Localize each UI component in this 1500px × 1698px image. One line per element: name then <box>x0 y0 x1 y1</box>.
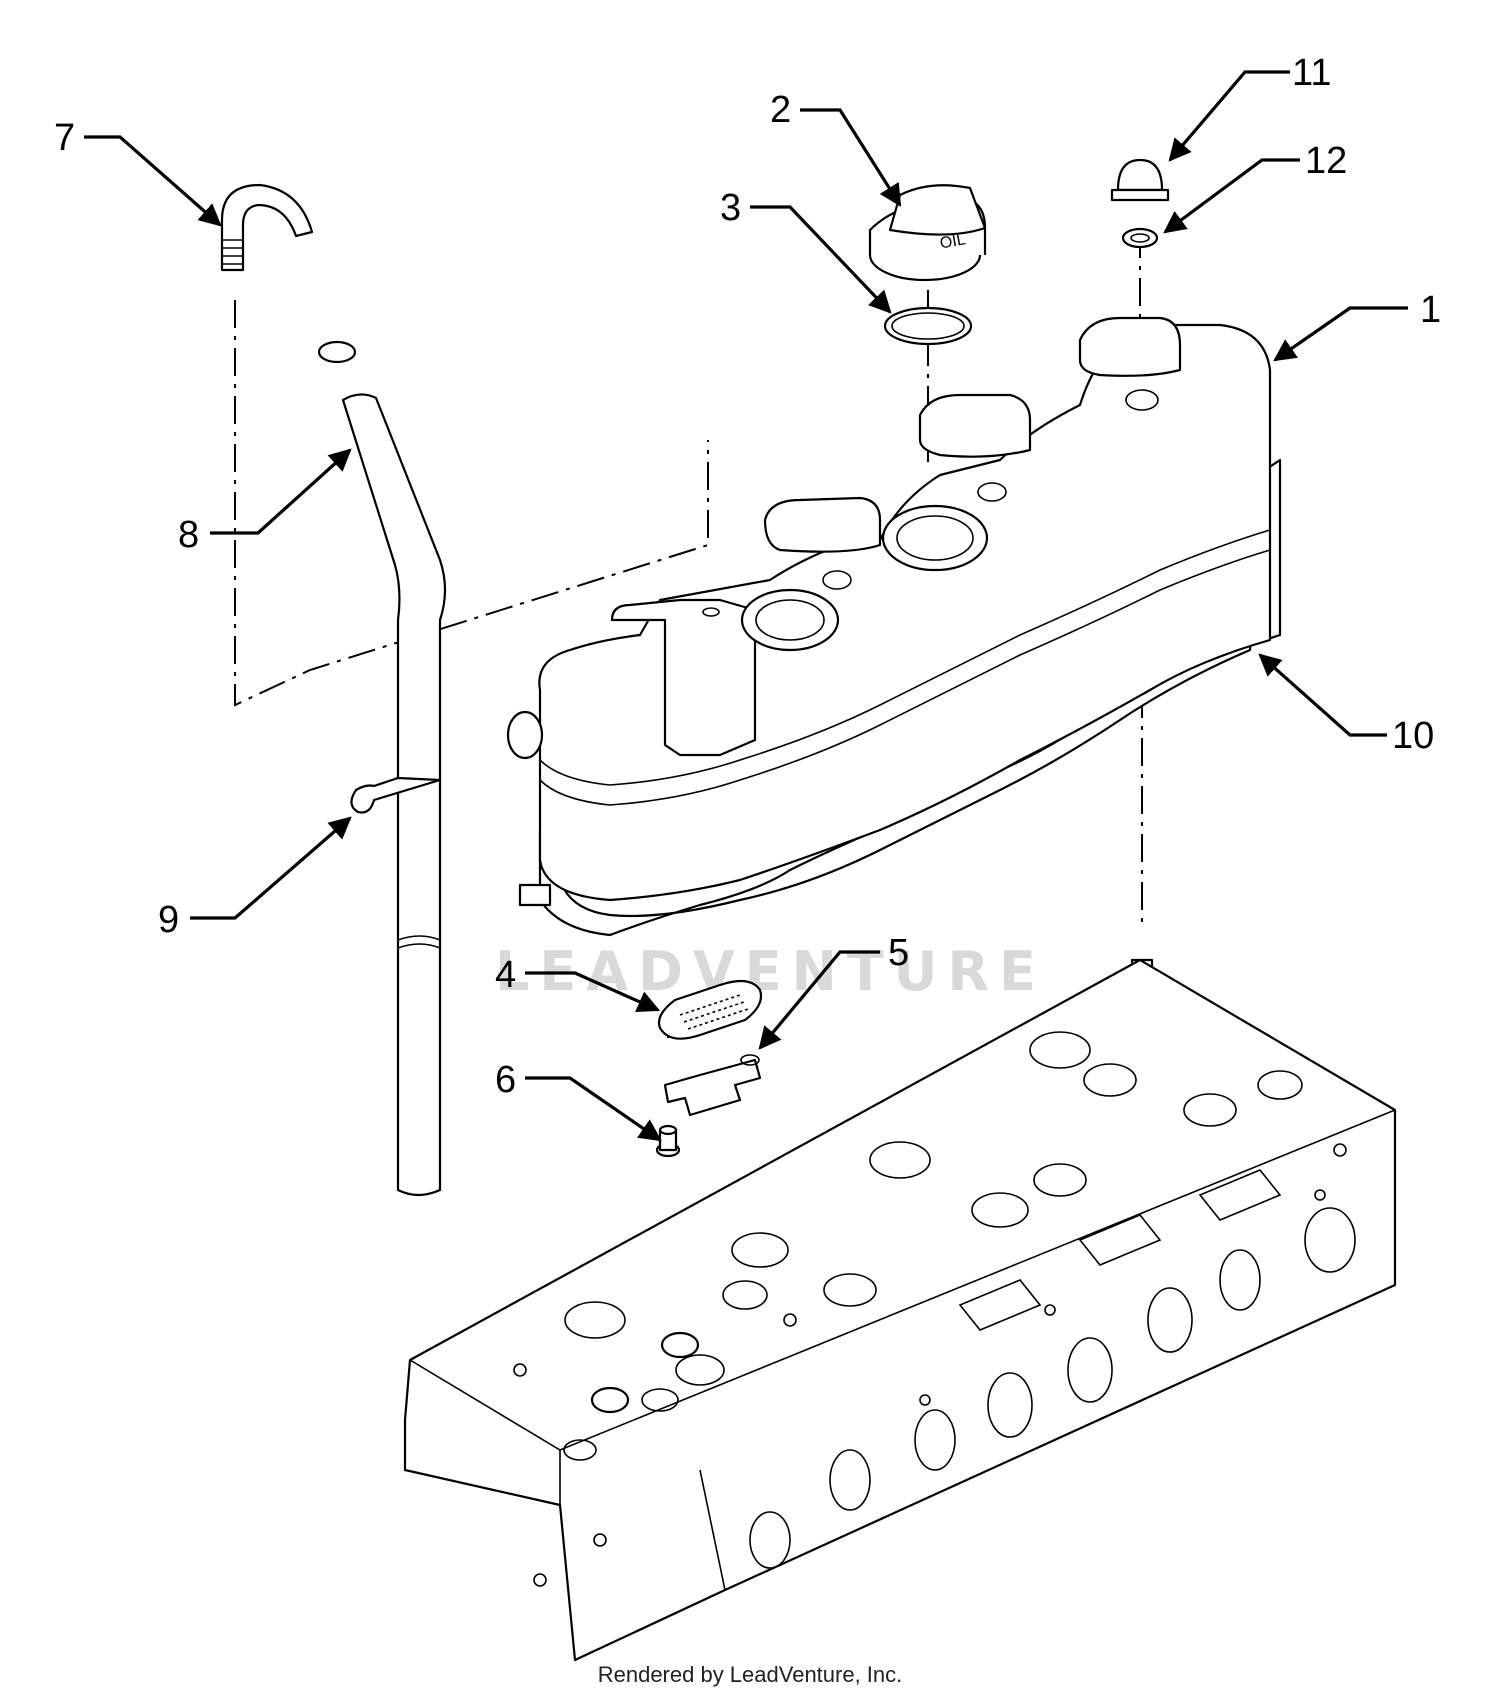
callout-label-11: 11 <box>1292 52 1331 94</box>
callout-label-7: 7 <box>54 117 75 159</box>
callout-1[interactable]: 1 <box>1273 289 1441 362</box>
callout-label-1: 1 <box>1420 289 1441 331</box>
footer-credit: Rendered by LeadVenture, Inc. <box>597 1662 903 1687</box>
callout-label-4: 4 <box>495 954 516 996</box>
cylinder-head <box>403 958 1397 1662</box>
callout-label-2: 2 <box>770 89 791 131</box>
callout-label-5: 5 <box>888 932 909 974</box>
callout-label-12: 12 <box>1305 140 1347 182</box>
callout-label-9: 9 <box>158 899 179 941</box>
callout-4[interactable]: 4 <box>495 954 661 1013</box>
screw <box>655 1124 681 1158</box>
cap-oil-text: OIL <box>939 231 967 252</box>
callout-label-6: 6 <box>495 1059 516 1101</box>
valve-cover <box>506 316 1272 907</box>
callout-label-8: 8 <box>178 514 199 556</box>
callout-12[interactable]: 12 <box>1163 140 1347 234</box>
callout-6[interactable]: 6 <box>495 1059 662 1142</box>
callout-label-3: 3 <box>720 187 741 229</box>
callout-3[interactable]: 3 <box>720 187 892 314</box>
tube-clip <box>350 776 442 814</box>
callout-2[interactable]: 2 <box>770 89 902 207</box>
watermark-text: LEADVENTURE <box>495 940 1046 1003</box>
callout-label-10: 10 <box>1392 715 1434 757</box>
baffle-plate <box>657 979 763 1040</box>
bracket <box>663 1054 762 1117</box>
callout-5[interactable]: 5 <box>758 932 909 1050</box>
callout-11[interactable]: 11 <box>1168 52 1331 162</box>
callout-10[interactable]: 10 <box>1258 653 1434 757</box>
breather-elbow <box>220 183 314 272</box>
callout-8[interactable]: 8 <box>178 448 352 556</box>
oil-filler-cap: OIL <box>868 184 987 282</box>
washer <box>1121 227 1159 249</box>
o-ring <box>883 306 973 346</box>
callout-9[interactable]: 9 <box>158 816 352 941</box>
cap-nut <box>1110 158 1170 202</box>
dipstick-tube <box>317 340 447 1197</box>
callout-7[interactable]: 7 <box>54 117 222 227</box>
